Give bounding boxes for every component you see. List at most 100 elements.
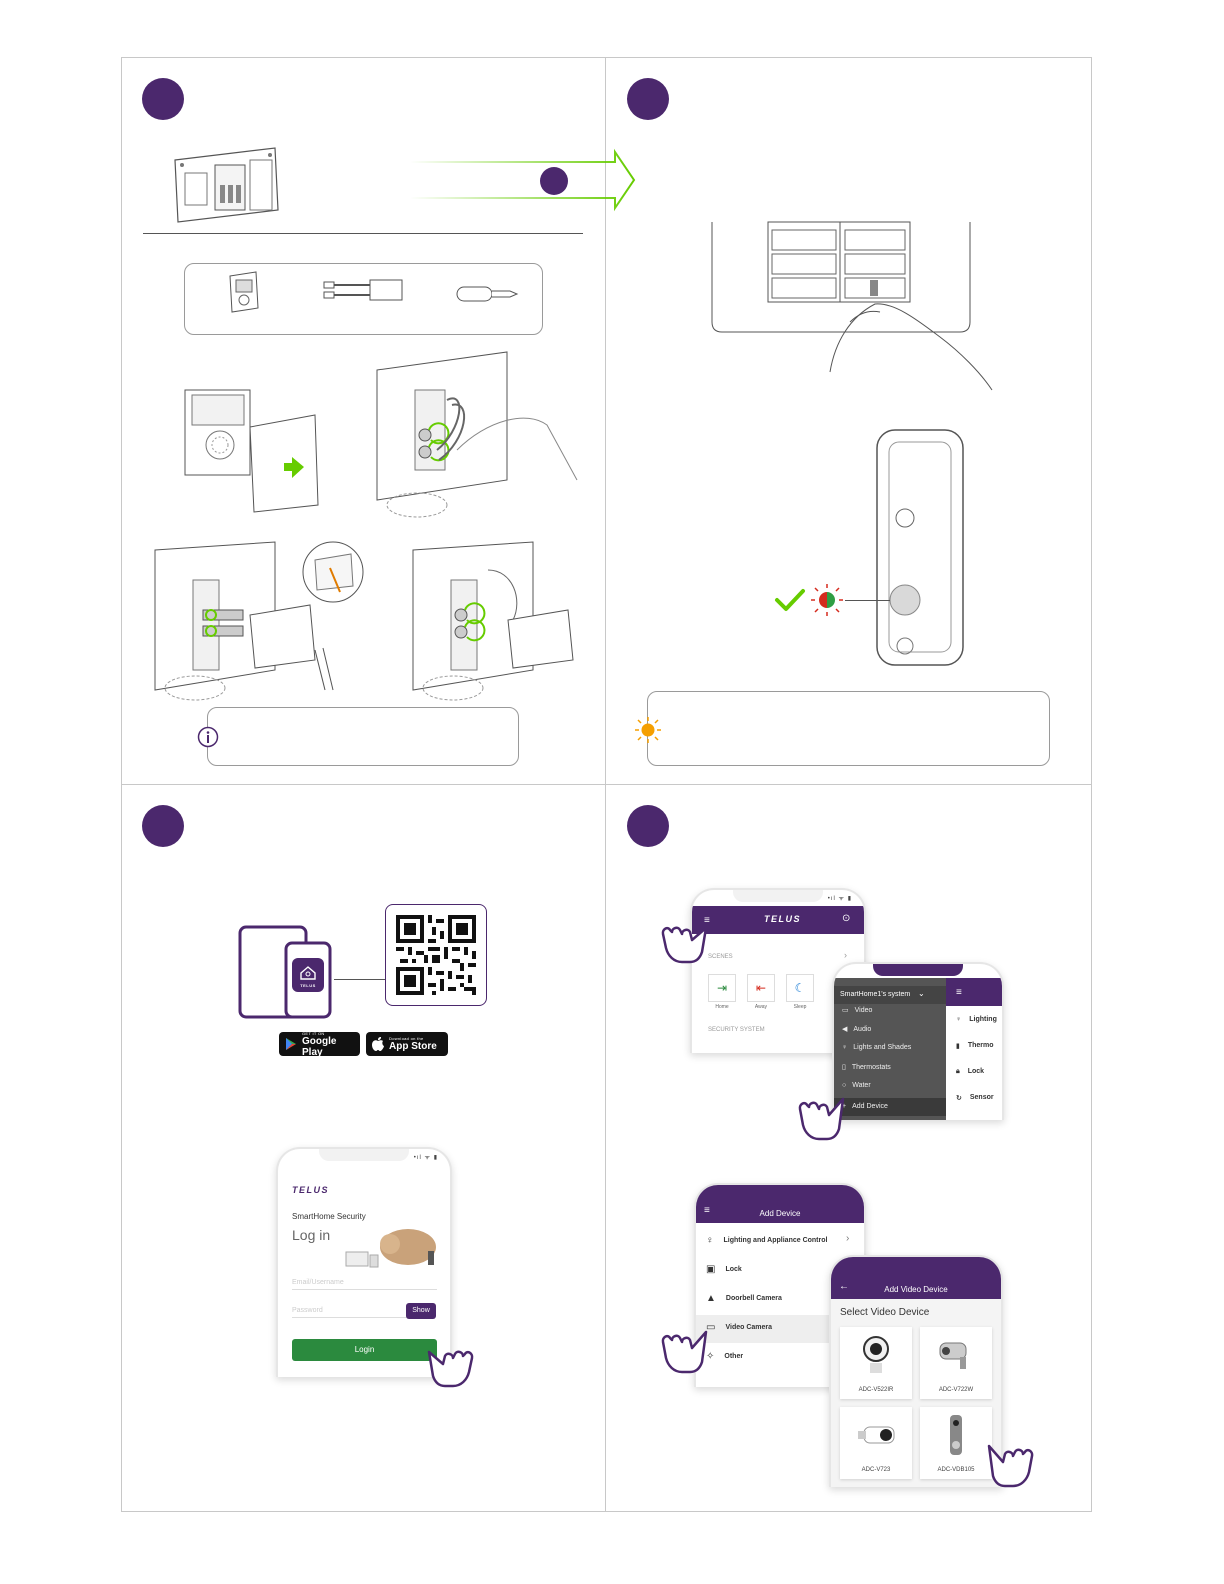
menu-item-add-device[interactable]: +Add Device — [842, 1103, 888, 1110]
scene-sleep-label: Sleep — [793, 1004, 807, 1010]
remove-chime-cover-illustration — [184, 389, 319, 513]
chime-wall-plate-illustration — [174, 147, 279, 223]
device-card-v722w[interactable]: ADC-V722W — [920, 1327, 992, 1399]
device-type-other[interactable]: ✧Other — [706, 1351, 743, 1362]
tile-label: Lighting — [969, 1016, 997, 1023]
phone-notch — [733, 890, 823, 902]
menu-item-label: Thermostats — [851, 1063, 891, 1071]
google-play-name: Google Play — [302, 1035, 337, 1058]
bell-icon: ▲ — [706, 1293, 716, 1304]
device-type-doorbell-camera[interactable]: ▲ Doorbell Camera — [706, 1293, 782, 1304]
arrow-step-badge — [540, 167, 568, 195]
hamburger-menu-icon[interactable]: ≡ — [956, 987, 962, 998]
device-type-label: Doorbell Camera — [725, 1295, 782, 1302]
password-field[interactable]: Password — [292, 1307, 407, 1318]
security-system-label: SECURITY SYSTEM — [708, 1027, 765, 1033]
notification-icon[interactable]: ⊙ — [842, 913, 851, 924]
add-video-device-title: Add Video Device — [884, 1285, 948, 1294]
scene-away-tile[interactable]: ⇤ — [747, 974, 775, 1002]
menu-item-thermostats[interactable]: ▯ Thermostats — [842, 1063, 891, 1072]
wire-connector-install-illustration — [154, 541, 364, 701]
chime-module-icon — [229, 271, 259, 313]
add-video-device-phone: •ıl ᯤ ▮ ← Add Video Device Select Video … — [829, 1255, 1003, 1487]
sparkle-icon: ✧ — [706, 1351, 715, 1362]
phone-notch — [873, 964, 963, 976]
doorbell-illustration — [876, 429, 964, 666]
menu-item-audio[interactable]: ◀Audio — [842, 1025, 872, 1034]
outdoor-camera-icon — [858, 1426, 895, 1444]
app-header: ≡ TELUS ⊙ — [692, 906, 864, 934]
device-card-vdb105[interactable]: ADC-VDB105 — [920, 1407, 992, 1479]
app-header: ≡ Add Device — [696, 1185, 864, 1223]
step-badge-4 — [627, 805, 669, 847]
led-callout-line — [845, 600, 890, 601]
scene-away-label: Away — [754, 1004, 768, 1010]
video-icon: ▭ — [706, 1322, 716, 1333]
device-type-label: Video Camera — [725, 1324, 773, 1331]
system-selector[interactable]: SmartHome1's system ⌄ — [834, 986, 946, 1004]
device-name: ADC-V522IR — [858, 1387, 894, 1393]
warning-note-box — [647, 691, 1050, 766]
house-app-icon — [300, 966, 316, 980]
app-store-sup: Download on the — [389, 1036, 424, 1041]
tablet-phone-illustration — [238, 925, 332, 1019]
tile-sensor[interactable]: ↻Sensor — [956, 1094, 994, 1102]
divider-horizontal — [121, 784, 1092, 785]
tile-thermostat[interactable]: ▮Thermo — [956, 1042, 994, 1050]
device-type-video-camera[interactable]: ▭ Video Camera — [706, 1322, 772, 1333]
app-store-name: App Store — [389, 1041, 437, 1052]
menu-item-label: Video — [854, 1006, 873, 1014]
secure-wires-illustration — [412, 541, 574, 701]
device-type-label: Lock — [725, 1266, 742, 1273]
device-name: ADC-VDB105 — [937, 1467, 975, 1473]
menu-item-label: Lights and Shades — [853, 1044, 912, 1051]
scene-sleep-tile[interactable]: ☾ — [786, 974, 814, 1002]
hand-pointer-icon — [987, 1444, 1034, 1488]
hand-pointer-icon — [798, 1097, 845, 1141]
scene-home-tile[interactable]: ⇥ — [708, 974, 736, 1002]
hamburger-menu-icon[interactable]: ≡ — [704, 915, 710, 926]
add-device-title: Add Device — [759, 1209, 801, 1218]
status-bar: •ıl ᯤ ▮ — [965, 970, 990, 976]
device-type-lighting[interactable]: ♀Lighting and Appliance Control — [706, 1235, 827, 1246]
show-password-button[interactable]: Show — [406, 1303, 436, 1319]
login-button[interactable]: Login — [292, 1339, 437, 1361]
menu-item-video[interactable]: ▭Video — [842, 1006, 873, 1015]
qr-code[interactable] — [396, 915, 476, 995]
login-phone: •ıl ᯤ ▮ TELUS SmartHome Security Log in … — [276, 1147, 452, 1377]
device-card-v522ir[interactable]: ADC-V522IR — [840, 1327, 912, 1399]
back-arrow-icon[interactable]: ← — [839, 1281, 849, 1292]
hamburger-menu-icon[interactable]: ≡ — [704, 1205, 710, 1216]
hand-pointer-icon — [661, 926, 708, 964]
section-rule — [143, 233, 583, 234]
device-tiles-panel — [946, 1006, 1002, 1120]
screwdriver-icon — [456, 286, 519, 302]
menu-item-add-device-highlight — [834, 1098, 946, 1116]
menu-item-lights-and-shades[interactable]: ♀ Lights and Shades — [842, 1044, 911, 1051]
bulb-icon: ♀ — [842, 1044, 848, 1051]
lock-icon: 🔒︎ — [956, 1068, 960, 1075]
menu-item-label: Audio — [853, 1025, 872, 1033]
water-icon: ○ — [842, 1082, 847, 1089]
google-play-badge[interactable]: GET IT ON Google Play — [279, 1030, 360, 1058]
pet-and-devices-illustration — [345, 1229, 436, 1268]
login-subtitle: SmartHome Security — [292, 1212, 366, 1221]
indoor-camera-icon — [863, 1336, 889, 1373]
menu-item-label: Water — [852, 1082, 871, 1089]
thermostat-icon: ▯ — [842, 1064, 846, 1071]
tile-label: Thermo — [967, 1042, 994, 1049]
checkmark-icon — [775, 589, 805, 611]
device-card-v723[interactable]: ADC-V723 — [840, 1407, 912, 1479]
connect-wires-illustration — [376, 351, 578, 518]
app-store-badge[interactable]: Download on the App Store — [366, 1032, 448, 1056]
tile-lighting[interactable]: ♀Lighting — [956, 1016, 997, 1023]
doorbell-camera-icon — [950, 1415, 962, 1455]
menu-item-water[interactable]: ○ Water — [842, 1082, 871, 1089]
google-play-sup: GET IT ON — [302, 1030, 325, 1036]
tile-lock[interactable]: 🔒︎Lock — [956, 1068, 984, 1076]
device-type-lock[interactable]: ▣Lock — [706, 1264, 742, 1275]
step-badge-3 — [142, 805, 184, 847]
hand-pointer-icon — [427, 1350, 474, 1388]
email-field[interactable]: Email/Username — [292, 1279, 437, 1290]
scenes-chevron-icon[interactable]: › — [844, 950, 847, 960]
